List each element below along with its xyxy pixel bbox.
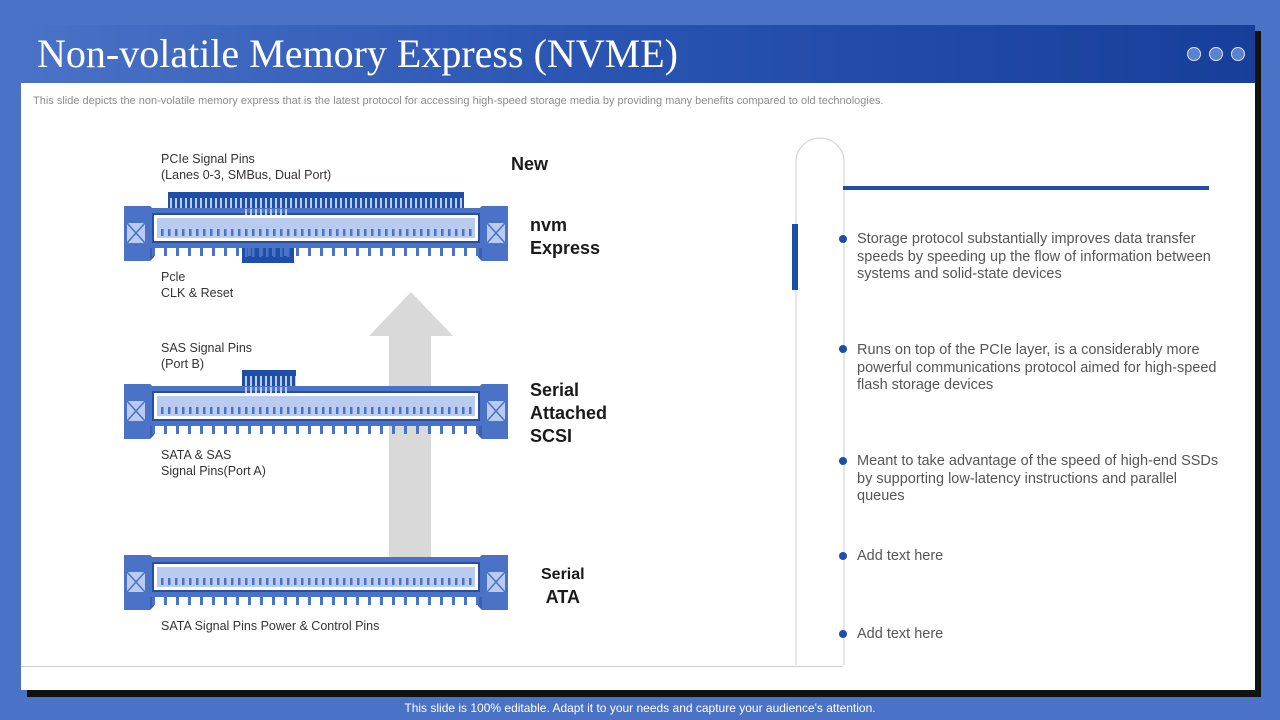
bullet-text: Add text here xyxy=(857,626,944,642)
window-dots xyxy=(1187,47,1245,61)
label-line: (Lanes 0-3, SMBus, Dual Port) xyxy=(161,168,332,182)
pcie-clk-label: Pcle CLK & Reset xyxy=(161,269,233,301)
bullet-text: Storage protocol substantially improves … xyxy=(857,231,1211,282)
label-line: CLK & Reset xyxy=(161,286,234,300)
bullet-text: Add text here xyxy=(857,548,944,564)
label-line: Pcle xyxy=(161,270,186,284)
dot-icon xyxy=(1187,47,1201,61)
sas-protocol-label: Serial Attached SCSI xyxy=(530,379,607,448)
label-line: SATA & SAS xyxy=(161,448,232,462)
dot-icon xyxy=(1231,47,1245,61)
label-line: Serial xyxy=(541,566,585,583)
sata-sas-pins-label: SATA & SAS Signal Pins(Port A) xyxy=(161,447,266,479)
bullet-dot-icon xyxy=(839,630,849,640)
sata-connector xyxy=(124,555,508,610)
bullet-text: Meant to take advantage of the speed of … xyxy=(857,453,1219,504)
dot-icon xyxy=(1209,47,1223,61)
title-bar: Non-volatile Memory Express (NVME) xyxy=(21,25,1255,83)
label-line: PCIe Signal Pins xyxy=(161,152,255,166)
sas-connector xyxy=(124,370,508,439)
slide: Non-volatile Memory Express (NVME) This … xyxy=(21,25,1255,690)
label-line: nvm xyxy=(530,215,568,235)
bottom-divider xyxy=(21,666,842,667)
bullet-frame xyxy=(792,137,1209,665)
page-title: Non-volatile Memory Express (NVME) xyxy=(37,31,678,76)
footer-note: This slide is 100% editable. Adapt it to… xyxy=(404,701,876,715)
nvme-connector xyxy=(124,192,508,263)
label-line: SAS Signal Pins xyxy=(161,341,253,355)
nvm-express-label: nvm Express xyxy=(530,214,600,260)
bullet-dot-icon xyxy=(839,552,849,562)
label-line: (Port B) xyxy=(161,357,205,371)
bullet-dot-icon xyxy=(839,235,849,245)
bullet-dot-icon xyxy=(839,457,849,467)
label-line: Express xyxy=(530,238,601,258)
sata-signal-pins-label: SATA Signal Pins Power & Control Pins xyxy=(161,619,380,633)
label-line: Serial xyxy=(530,380,580,400)
slide-subtitle: This slide depicts the non-volatile memo… xyxy=(33,95,884,107)
sas-signal-pins-label: SAS Signal Pins (Port B) xyxy=(161,340,252,372)
bullet-text: Runs on top of the PCIe layer, is a cons… xyxy=(857,342,1217,393)
label-line: SCSI xyxy=(530,426,573,446)
label-line: Attached xyxy=(530,403,608,423)
new-label: New xyxy=(511,154,549,174)
label-line: Signal Pins(Port A) xyxy=(161,464,266,478)
bullet-dot-icon xyxy=(839,345,849,355)
sata-protocol-label: Serial ATA xyxy=(541,563,585,609)
label-line: ATA xyxy=(545,587,580,607)
pcie-signal-pins-label: PCIe Signal Pins (Lanes 0-3, SMBus, Dual… xyxy=(161,151,331,183)
